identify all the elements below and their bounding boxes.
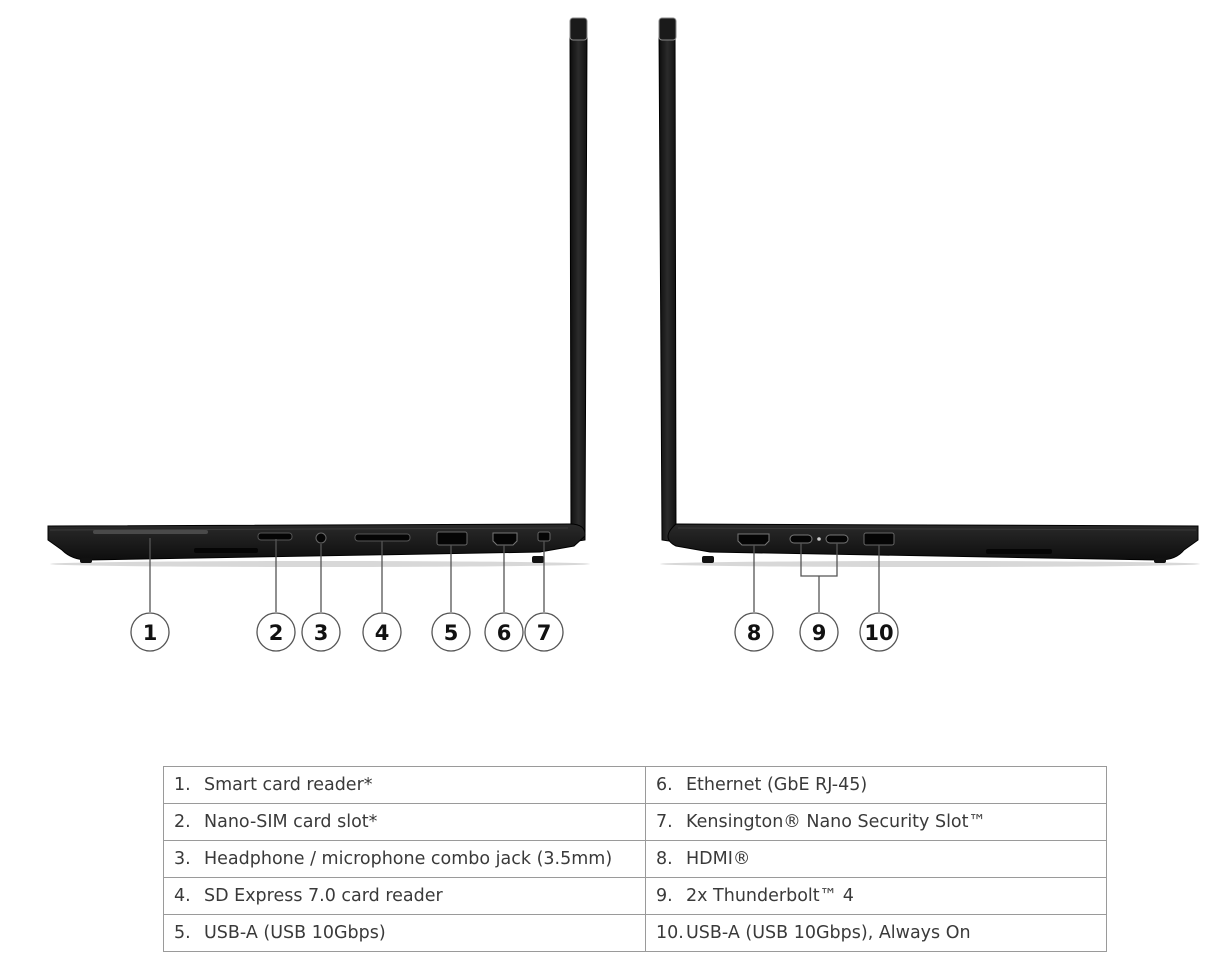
usb-a-port-left <box>436 531 468 546</box>
item-label: USB-A (USB 10Gbps), Always On <box>686 923 971 943</box>
callout-8-label: 8 <box>747 621 762 645</box>
port-legend-table: 1. Smart card reader* 6. Ethernet (GbE RJ-… <box>163 766 1107 952</box>
usb-a-port-right <box>863 532 895 546</box>
callout-10-label: 10 <box>864 621 893 645</box>
item-number: 4. <box>174 886 191 906</box>
sd-card-slot <box>354 533 411 542</box>
callout-7-label: 7 <box>537 621 552 645</box>
item-number: 3. <box>174 849 191 869</box>
laptop-side-views-diagram: 1 2 3 4 5 6 7 8 9 10 <box>47 17 1200 652</box>
item-number: 6. <box>656 775 673 795</box>
nano-sim-slot <box>257 532 293 541</box>
item-label: Headphone / microphone combo jack (3.5mm… <box>204 849 613 869</box>
port-legend-item: 10.USB-A (USB 10Gbps), Always On <box>645 914 1107 952</box>
item-label: SD Express 7.0 card reader <box>204 886 443 906</box>
ethernet-port <box>492 532 518 546</box>
item-number: 5. <box>174 923 191 943</box>
item-number: 8. <box>656 849 673 869</box>
callout-9-label: 9 <box>812 621 827 645</box>
callout-5: 5 <box>431 612 471 652</box>
laptop-right-side-view <box>658 17 1200 567</box>
smart-card-slot <box>93 530 208 534</box>
callout-2-label: 2 <box>269 621 284 645</box>
port-legend-item: 1. Smart card reader* <box>163 766 646 804</box>
item-number: 10. <box>656 923 684 943</box>
item-number: 9. <box>656 886 673 906</box>
port-legend-item: 6. Ethernet (GbE RJ-45) <box>645 766 1107 804</box>
item-label: Kensington® Nano Security Slot™ <box>686 812 987 832</box>
callout-6-label: 6 <box>497 621 512 645</box>
callout-4: 4 <box>362 612 402 652</box>
callout-7: 7 <box>524 612 564 652</box>
item-number: 7. <box>656 812 673 832</box>
port-legend-item: 8. HDMI® <box>645 840 1107 878</box>
thunderbolt-port-b <box>825 534 849 544</box>
item-label: HDMI® <box>686 849 751 869</box>
table-row: 2. Nano-SIM card slot* 7. Kensington® Nano… <box>163 803 1107 841</box>
item-label: Ethernet (GbE RJ-45) <box>686 775 868 795</box>
callout-3-label: 3 <box>314 621 329 645</box>
security-slot <box>537 531 551 542</box>
callout-6: 6 <box>484 612 524 652</box>
item-label: 2x Thunderbolt™ 4 <box>686 886 854 906</box>
thunderbolt-port-a <box>789 534 813 544</box>
callout-5-label: 5 <box>444 621 459 645</box>
callout-9: 9 <box>799 612 839 652</box>
callout-2: 2 <box>256 612 296 652</box>
hdmi-port <box>737 533 770 546</box>
table-row: 3. Headphone / microphone combo jack (3.5… <box>163 840 1107 878</box>
port-legend-item: 9. 2x Thunderbolt™ 4 <box>645 877 1107 915</box>
table-row: 5. USB-A (USB 10Gbps) 10.USB-A (USB 10Gbp… <box>163 914 1107 952</box>
callout-1-label: 1 <box>143 621 158 645</box>
port-legend-item: 3. Headphone / microphone combo jack (3.5… <box>163 840 646 878</box>
table-row: 4. SD Express 7.0 card reader 9. 2x Thunde… <box>163 877 1107 915</box>
port-legend-item: 4. SD Express 7.0 card reader <box>163 877 646 915</box>
callout-3: 3 <box>301 612 341 652</box>
item-label: Nano-SIM card slot* <box>204 812 378 832</box>
port-legend-item: 2. Nano-SIM card slot* <box>163 803 646 841</box>
item-label: Smart card reader* <box>204 775 373 795</box>
callout-8: 8 <box>734 612 774 652</box>
port-legend-item: 7. Kensington® Nano Security Slot™ <box>645 803 1107 841</box>
callout-10: 10 <box>859 612 899 652</box>
laptop-left-side-view <box>47 17 590 567</box>
callout-1: 1 <box>130 612 170 652</box>
callout-leader-lines <box>149 538 880 612</box>
item-label: USB-A (USB 10Gbps) <box>204 923 386 943</box>
item-number: 2. <box>174 812 191 832</box>
audio-jack <box>315 532 327 544</box>
port-legend-item: 5. USB-A (USB 10Gbps) <box>163 914 646 952</box>
table-row: 1. Smart card reader* 6. Ethernet (GbE RJ-… <box>163 766 1107 804</box>
callout-4-label: 4 <box>375 621 390 645</box>
item-number: 1. <box>174 775 191 795</box>
